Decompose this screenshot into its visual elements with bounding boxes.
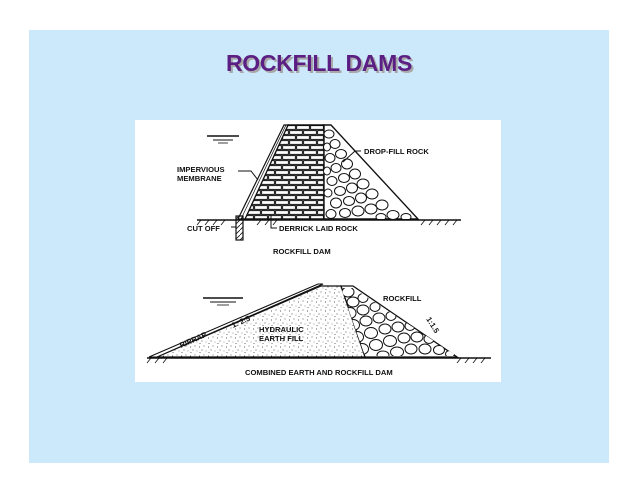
label-cut-off: CUT OFF — [187, 224, 220, 233]
dam-diagram-figure: IMPERVIOUS MEMBRANE DROP-FILL ROCK CUT O… — [135, 120, 501, 382]
label-impervious-membrane-line2: MEMBRANE — [177, 174, 222, 183]
label-impervious-membrane-line1: IMPERVIOUS — [177, 165, 225, 174]
label-slope-downstream: 1:1.5 — [424, 315, 441, 335]
slide-title: ROCKFILL DAMS — [225, 50, 413, 76]
label-derrick-laid-rock: DERRICK LAID ROCK — [279, 224, 358, 233]
label-hydraulic-earth-fill-line1: HYDRAULIC — [259, 325, 304, 334]
label-drop-fill-rock: DROP-FILL ROCK — [364, 147, 429, 156]
caption-rockfill-dam: ROCKFILL DAM — [273, 247, 331, 256]
rockfill-dam-diagram: IMPERVIOUS MEMBRANE DROP-FILL ROCK CUT O… — [177, 124, 461, 256]
label-rockfill: ROCKFILL — [383, 294, 422, 303]
caption-combined-dam: COMBINED EARTH AND ROCKFILL DAM — [245, 368, 393, 377]
label-hydraulic-earth-fill-line2: EARTH FILL — [259, 334, 304, 343]
slide: ROCKFILL DAMS — [29, 30, 609, 463]
combined-earth-rockfill-dam-diagram: RIPRAP 1: 2.5 HYDRAULIC EARTH FILL ROCKF… — [146, 283, 491, 377]
